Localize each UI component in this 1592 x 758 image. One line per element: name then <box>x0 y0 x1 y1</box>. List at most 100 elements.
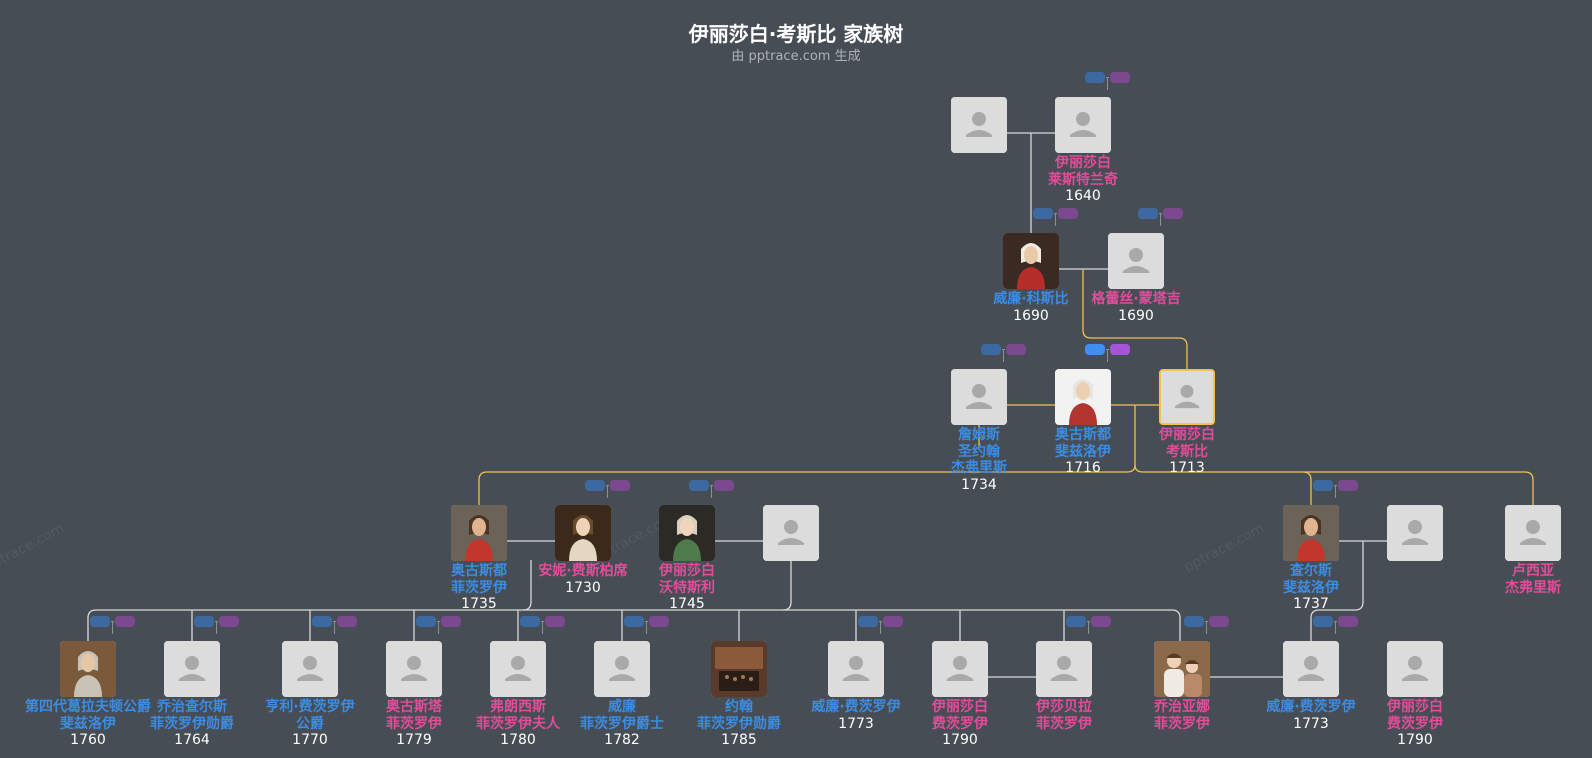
expand-spouse-button[interactable] <box>1338 480 1358 491</box>
expand-spouse-button[interactable] <box>1110 344 1130 355</box>
expand-parents-button[interactable] <box>90 616 110 627</box>
expand-parents-button[interactable] <box>585 480 605 491</box>
expand-parents-button[interactable] <box>1313 480 1333 491</box>
person-node[interactable] <box>951 97 1007 153</box>
expand-spouse-button[interactable] <box>115 616 135 627</box>
expand-spouse-button[interactable] <box>219 616 239 627</box>
expand-spouse-button[interactable] <box>1091 616 1111 627</box>
pill-connector <box>1335 486 1336 498</box>
expand-parents-button[interactable] <box>312 616 332 627</box>
expand-parents-button[interactable] <box>194 616 214 627</box>
person-node[interactable] <box>1387 505 1443 561</box>
portrait-photo[interactable] <box>451 505 507 561</box>
portrait-photo[interactable] <box>1055 369 1111 425</box>
person-name: 约翰 <box>725 699 753 715</box>
expand-parents-button[interactable] <box>689 480 709 491</box>
expand-spouse-button[interactable] <box>1058 208 1078 219</box>
avatar-placeholder-icon[interactable] <box>951 369 1007 425</box>
pill-connector <box>215 621 218 622</box>
portrait-photo[interactable] <box>711 641 767 697</box>
avatar-placeholder-icon[interactable] <box>1055 97 1111 153</box>
portrait-photo[interactable] <box>659 505 715 561</box>
avatar-placeholder-icon[interactable] <box>1387 641 1443 697</box>
avatar-placeholder-icon[interactable] <box>490 641 546 697</box>
expand-parents-button[interactable] <box>1033 208 1053 219</box>
expand-spouse-button[interactable] <box>545 616 565 627</box>
expand-parents-button[interactable] <box>1066 616 1086 627</box>
expand-parents-button[interactable] <box>1184 616 1204 627</box>
expand-spouse-button[interactable] <box>883 616 903 627</box>
portrait-photo[interactable] <box>555 505 611 561</box>
expand-parents-button[interactable] <box>520 616 540 627</box>
avatar-placeholder-icon[interactable] <box>594 641 650 697</box>
portrait-photo[interactable] <box>60 641 116 697</box>
person-node[interactable]: 伊莎贝拉菲茨罗伊 <box>1036 616 1111 732</box>
expand-spouse-button[interactable] <box>1163 208 1183 219</box>
avatar-placeholder-icon[interactable] <box>1108 233 1164 289</box>
expand-spouse-button[interactable] <box>1110 72 1130 83</box>
expand-parents-button[interactable] <box>1085 72 1105 83</box>
person-node[interactable]: 乔治亚娜菲茨罗伊 <box>1154 616 1229 732</box>
expand-spouse-button[interactable] <box>337 616 357 627</box>
expand-parents-button[interactable] <box>1138 208 1158 219</box>
expand-parents-button[interactable] <box>858 616 878 627</box>
expand-parents-button[interactable] <box>416 616 436 627</box>
expand-spouse-button[interactable] <box>441 616 461 627</box>
expand-spouse-button[interactable] <box>1338 616 1358 627</box>
expand-spouse-button[interactable] <box>1209 616 1229 627</box>
expand-parents-button[interactable] <box>1085 344 1105 355</box>
portrait-photo[interactable] <box>1003 233 1059 289</box>
avatar-placeholder-icon[interactable] <box>1159 369 1215 425</box>
expand-spouse-button[interactable] <box>610 480 630 491</box>
avatar-placeholder-icon[interactable] <box>1387 505 1443 561</box>
expand-parents-button[interactable] <box>981 344 1001 355</box>
pill-connector <box>1205 621 1208 622</box>
expand-spouse-button[interactable] <box>1006 344 1026 355</box>
expand-parents-button[interactable] <box>624 616 644 627</box>
avatar-placeholder-icon[interactable] <box>282 641 338 697</box>
portrait-photo[interactable] <box>1283 505 1339 561</box>
person-node[interactable]: 卢西亚杰弗里斯 <box>1505 505 1561 596</box>
person-name: 格蕾丝·蒙塔吉 <box>1091 291 1181 307</box>
person-name: 莱斯特兰奇 <box>1048 171 1118 188</box>
expand-spouse-button[interactable] <box>714 480 734 491</box>
expand-spouse-button[interactable] <box>649 616 669 627</box>
avatar-placeholder-icon[interactable] <box>1283 641 1339 697</box>
avatar-placeholder-icon[interactable] <box>763 505 819 561</box>
expand-parents-button[interactable] <box>1313 616 1333 627</box>
avatar-placeholder-icon[interactable] <box>1505 505 1561 561</box>
portrait-photo[interactable] <box>1154 641 1210 697</box>
person-node[interactable] <box>763 505 819 561</box>
avatar-placeholder-icon[interactable] <box>828 641 884 697</box>
avatar-placeholder-icon[interactable] <box>164 641 220 697</box>
avatar-placeholder-icon[interactable] <box>932 641 988 697</box>
avatar-placeholder-icon[interactable] <box>951 97 1007 153</box>
pill-connector <box>645 621 648 622</box>
avatar-placeholder-icon[interactable] <box>1036 641 1092 697</box>
avatar-placeholder-icon[interactable] <box>386 641 442 697</box>
